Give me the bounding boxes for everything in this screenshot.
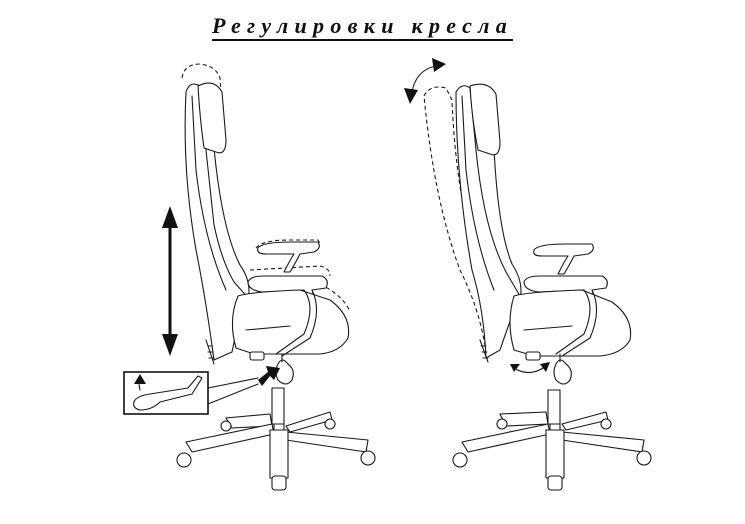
caster [324, 418, 336, 430]
tension-knob [249, 351, 265, 361]
headrest-raised-outline [181, 63, 225, 141]
caster [636, 450, 652, 466]
base-front-leg [545, 429, 565, 479]
base-front-right-leg [285, 431, 369, 453]
tilt-arrow-down-icon [404, 88, 418, 104]
seat-cushion [509, 289, 632, 357]
armrest-upper [533, 243, 594, 275]
lever-inset-handle [133, 375, 203, 411]
rotation-arrow-left-icon [510, 364, 520, 372]
base-front-left-leg [461, 423, 551, 453]
tilt-arrow-right-icon [432, 58, 446, 72]
caster [176, 452, 192, 468]
height-lever [275, 359, 294, 385]
caster [547, 475, 563, 491]
height-lever [553, 359, 572, 385]
headrest [469, 83, 501, 156]
arrow-head-up-icon [162, 206, 178, 228]
arrow-head-down-icon [162, 334, 178, 356]
diagram-title: Регулировки кресла [212, 14, 514, 41]
caster [360, 450, 376, 466]
backrest-outline [213, 147, 250, 301]
right-chair [404, 58, 652, 491]
base-back-right-leg [561, 411, 609, 431]
tension-knob [525, 351, 541, 361]
base-front-leg [269, 429, 289, 479]
headrest [197, 82, 227, 154]
rotation-arrow-right-icon [540, 362, 550, 372]
left-chair [123, 63, 376, 491]
lever-pointer-arrow-icon [258, 366, 280, 386]
gas-cylinder-top [271, 387, 285, 425]
seat-cushion [231, 289, 350, 355]
caster [452, 452, 468, 468]
caster [220, 420, 232, 432]
caster [496, 418, 508, 430]
backrest-outline [493, 147, 522, 301]
caster [271, 475, 287, 491]
base-front-right-leg [561, 431, 645, 453]
lever-up-arrow-icon [134, 374, 146, 384]
knob-rotation-arrow [513, 365, 547, 374]
backrest-tilt-arrow [411, 65, 437, 93]
caster [600, 418, 612, 430]
backrest-frame [455, 85, 521, 359]
gas-cylinder-top [547, 389, 561, 425]
seat-forward-outline [319, 283, 351, 313]
armrest-upper [257, 241, 320, 273]
